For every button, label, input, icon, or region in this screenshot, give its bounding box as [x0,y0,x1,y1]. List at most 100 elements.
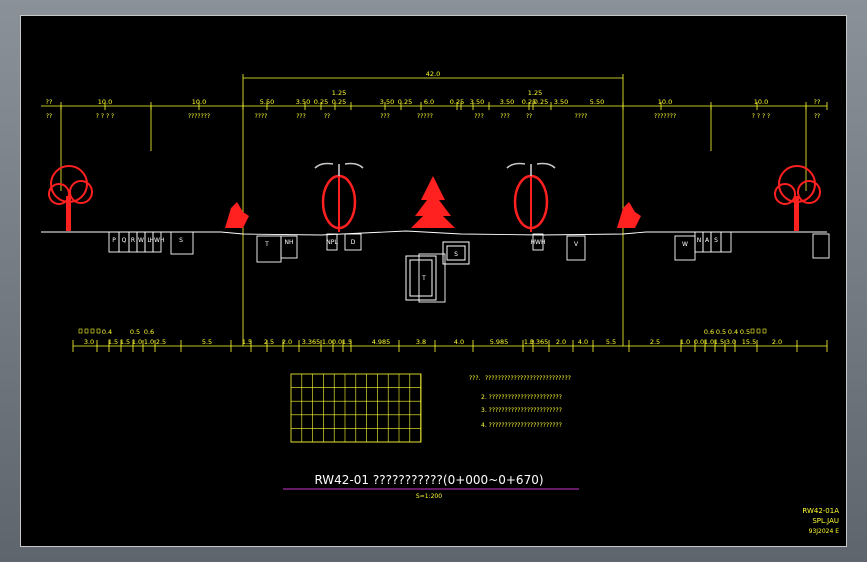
utility-box [280,235,298,259]
top-dim-label: 5.50 [260,98,274,106]
utility-box [170,231,194,255]
bottom-small-dim: 0.6 [144,328,154,336]
top-dim-label: 10.0 [754,98,768,106]
notes-block: ???. ??????????????????????????? 2. ????… [469,375,571,429]
utility-label: R [131,237,135,244]
utility-label: T [264,241,269,248]
note-4: 4. ??????????????????????? [481,422,562,429]
bottom-dim-label: 2.5 [650,338,660,346]
top-dim-label: 0.25 [332,98,346,106]
utility-label: D [351,239,356,246]
bottom-dim-label: 1.5 [714,338,724,346]
bottom-small-dim: 0.5 [130,328,140,336]
bottom-dim-label: 15.5 [742,338,756,346]
top-dim-label: 0.25 [534,98,548,106]
top-dim-label: 0.25 [450,98,464,106]
bottom-small-dim: 0.4 [102,328,112,336]
note-1: ??????????????????????????? [485,375,571,382]
top-dim-label: 0.25 [522,98,536,106]
zone-label: ???? [255,113,268,120]
bottom-dim-label: 1.5 [342,338,352,346]
utility-label: NH [285,239,294,246]
utility-label: S [714,237,718,244]
top-small-dim: 1.25 [332,89,346,97]
utility-box [720,231,732,253]
utility-label: Q [122,237,127,244]
top-small-dim: 1.25 [528,89,542,97]
top-dim-label: 5.50 [590,98,604,106]
zone-label: ??????? [188,113,210,120]
bottom-dim-label: 2.5 [264,338,274,346]
tree-left-median [314,162,364,232]
bottom-dim-label: 3.0 [84,338,94,346]
code-line-1: RW42-01A [802,507,839,515]
top-dim-label: ?? [814,98,821,106]
zone-label: ??? [500,113,510,120]
bottom-dim-label: 5.5 [202,338,212,346]
top-dim-label: 3.50 [554,98,568,106]
zone-label: ?? [814,113,820,120]
bottom-dim-label: 3.365 [302,338,321,346]
title-block: RW42-01 ???????????(0+000~0+670) S=1:200 [283,473,579,500]
bottom-dim-label: 1.0 [144,338,154,346]
utility-box [256,235,282,263]
bottom-dim-label: 1.0 [524,338,534,346]
bottom-dim-label: 4.0 [578,338,588,346]
npl-culvert [405,255,437,301]
utility-label: HWH [531,239,546,246]
utility-label: A [705,237,710,244]
d-culvert [442,241,470,265]
bottom-dim-label: 3.8 [416,338,426,346]
utility-box [344,233,362,251]
bottom-dim-label: 1.5 [108,338,118,346]
zone-label: ?? [526,113,532,120]
code-block: RW42-01A SPL.JAU 93J2024 E [802,507,839,535]
shrub-left [225,202,249,228]
note-3: 3. ??????????????????????? [481,407,562,414]
data-table [290,373,422,443]
bottom-dim-label: 4.985 [372,338,391,346]
top-dim-label: 10.0 [98,98,112,106]
utility-box [418,253,446,303]
utility-label: N [697,237,702,244]
zone-label: ?? [324,113,330,120]
utility-label: S [179,237,183,244]
top-dim-label: ?? [46,98,53,106]
zone-label: ????? [417,113,433,120]
bottom-dim-label: 1.5 [120,338,130,346]
zone-label: ??? [380,113,390,120]
bottom-dim-label: 4.0 [454,338,464,346]
bottom-small-dim: 0.5 [740,328,750,336]
top-dim-label: 0.25 [398,98,412,106]
top-dim-label: 3.50 [470,98,484,106]
code-line-3: 93J2024 E [809,528,840,535]
notes-heading: ???. [469,375,481,382]
bottom-dim-label: 2.0 [282,338,292,346]
utility-label: W [138,237,144,244]
drawing-scale: S=1:200 [416,493,442,500]
zone-label: ?? [46,113,52,120]
bottom-dim-label: 3.0 [726,338,736,346]
zone-label: ??? [296,113,306,120]
top-dim-label: 0.25 [314,98,328,106]
bottom-dim-label: 2.0 [772,338,782,346]
utility-box [812,233,830,259]
utility-label: P [112,237,116,244]
ground-line [41,230,827,236]
bottom-dim-label: 2.0 [556,338,566,346]
bottom-dim-label: 1.0 [322,338,332,346]
zone-label: ??????? [654,113,676,120]
top-dim-label: 3.50 [380,98,394,106]
top-dim-label: 6.0 [424,98,434,106]
bottom-dim-label: 2.5 [156,338,166,346]
bottom-dim-label: 0.0 [332,338,342,346]
bottom-dim-label: 1.0 [680,338,690,346]
utility-box [532,233,544,251]
tree-right-median [506,162,556,232]
utility-label: W [682,241,688,248]
